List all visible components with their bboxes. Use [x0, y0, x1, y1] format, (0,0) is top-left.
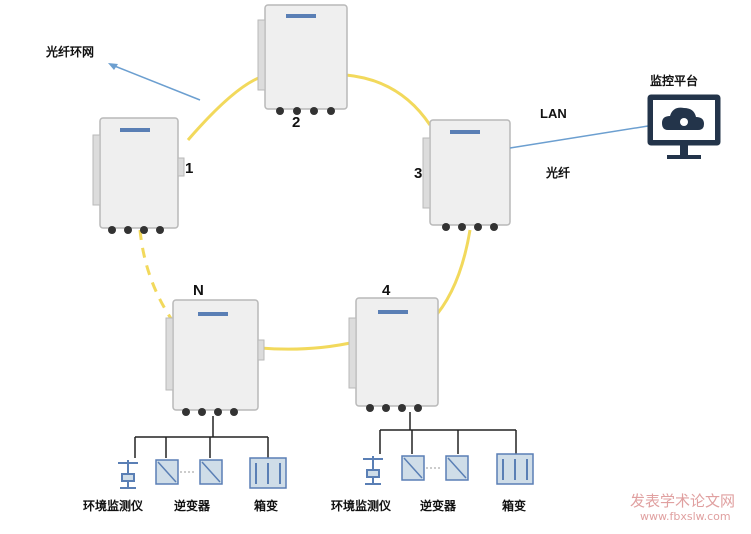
transformer-box-icon: [249, 457, 287, 489]
node-label-n: N: [193, 282, 204, 299]
monitor-label: 监控平台: [650, 74, 699, 88]
device-node-3: [422, 119, 511, 231]
left-transformer-label: 箱变: [254, 499, 279, 513]
device-node-1: [92, 117, 185, 234]
left-device-bus: [134, 416, 269, 458]
node-label-2: 2: [292, 114, 301, 131]
inverter-icon: [401, 455, 469, 481]
right-inverter-label: 逆变器: [420, 499, 457, 513]
node-label-1: 1: [185, 160, 194, 177]
lan-link: [509, 125, 649, 149]
monitor-icon: [647, 94, 721, 159]
fiber-label: 光纤: [546, 166, 571, 180]
device-node-n: [165, 299, 265, 416]
ring-label: 光纤环网: [46, 45, 95, 59]
lan-label: LAN: [540, 106, 567, 121]
right-env-monitor-label: 环境监测仪: [331, 499, 392, 513]
env-monitor-icon: [363, 456, 383, 485]
inverter-icon: [155, 459, 223, 485]
left-inverter-label: 逆变器: [174, 499, 211, 513]
right-device-bus: [379, 412, 517, 454]
node-label-3: 3: [414, 165, 423, 182]
device-node-4: [348, 297, 439, 412]
device-node-2: [257, 4, 348, 115]
node-label-4: 4: [382, 282, 391, 299]
watermark-url: www.fbxslw.com: [640, 510, 731, 523]
env-monitor-icon: [118, 460, 138, 489]
right-transformer-label: 箱变: [502, 499, 527, 513]
watermark-title: 发表学术论文网: [630, 492, 736, 510]
transformer-box-icon: [496, 453, 534, 485]
left-env-monitor-label: 环境监测仪: [83, 499, 144, 513]
ring-arrow: [108, 63, 201, 101]
